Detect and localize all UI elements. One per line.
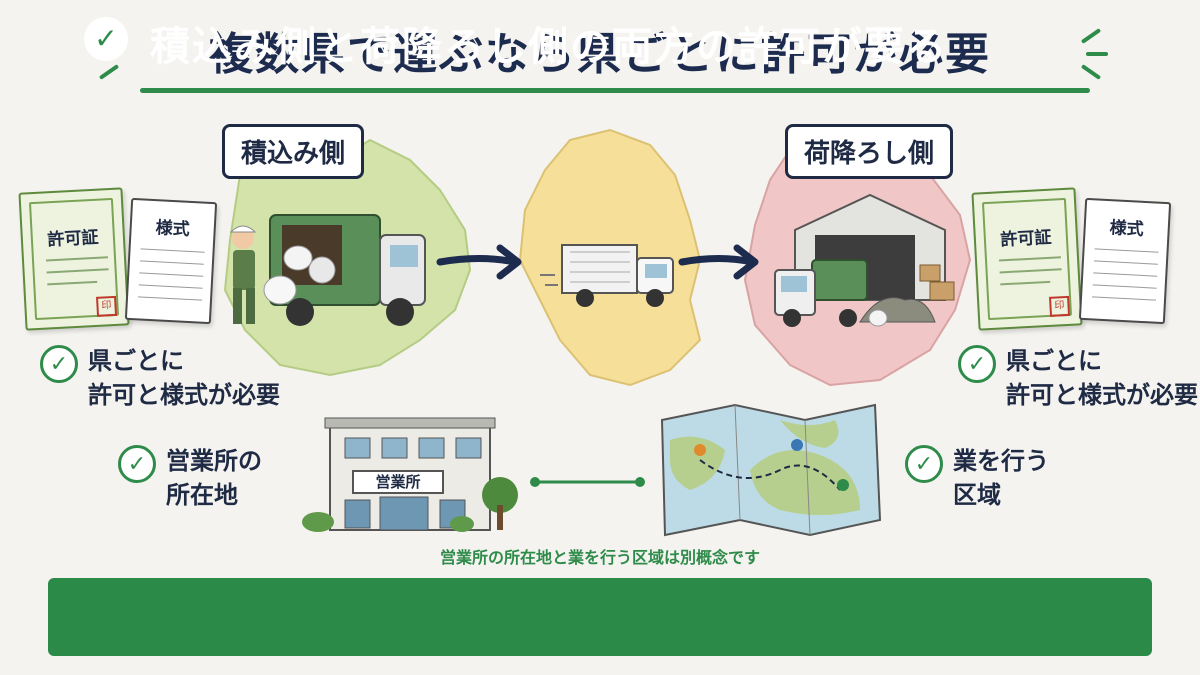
- check-text: 営業所の 所在地: [166, 447, 262, 509]
- worker-icon: [229, 225, 257, 324]
- note-text: 営業所の所在地と業を行う区域は別概念です: [439, 548, 760, 567]
- check-icon: ✓: [118, 445, 156, 483]
- seal-icon: 印: [1049, 295, 1071, 317]
- check-text: 県ごとに 許可と様式が必要: [1006, 347, 1198, 409]
- arrow-right-icon: [678, 244, 759, 280]
- check-icon: ✓: [84, 17, 128, 61]
- check-text: 業を行う 区域: [953, 447, 1049, 509]
- page-title: 複数県で運ぶなら県ごとに許可が必要: [209, 29, 991, 80]
- check-item-area: ✓ 業を行う 区域: [905, 445, 1049, 512]
- check-icon: ✓: [958, 345, 996, 383]
- form-document: 様式: [1078, 197, 1172, 325]
- summary-banner-text: 積込み側と荷降ろし側の両方の許可が要る: [150, 24, 948, 70]
- seal-icon: 印: [96, 295, 118, 317]
- title-underline: [140, 88, 1090, 93]
- permit-title: 許可証: [46, 227, 99, 251]
- connector-line: [530, 477, 645, 487]
- garbage-truck-icon: [263, 214, 426, 326]
- form-title: 様式: [1109, 218, 1145, 240]
- check-icon: ✓: [40, 345, 78, 383]
- unloading-region-label: 荷降ろし側: [785, 124, 954, 179]
- form-title: 様式: [155, 218, 191, 240]
- permit-document: 許可証 印: [971, 187, 1083, 331]
- truck-icon: [540, 244, 674, 307]
- check-item-right-permit: ✓ 県ごとに 許可と様式が必要: [958, 345, 1198, 412]
- check-text: 県ごとに 許可と様式が必要: [88, 347, 280, 409]
- office-sign: 営業所: [352, 470, 444, 494]
- permit-title: 許可証: [999, 227, 1052, 251]
- permit-document: 許可証 印: [18, 187, 130, 331]
- map-icon: [660, 403, 882, 537]
- check-item-office: ✓ 営業所の 所在地: [118, 445, 262, 512]
- arrow-right-icon: [436, 244, 522, 280]
- check-item-left-permit: ✓ 県ごとに 許可と様式が必要: [40, 345, 280, 412]
- form-document: 様式: [124, 197, 218, 325]
- check-icon: ✓: [905, 445, 943, 483]
- garbage-truck-icon: [774, 259, 936, 327]
- summary-banner: [48, 578, 1152, 656]
- loading-region-label: 積込み側: [222, 124, 365, 179]
- title-accent-dash: [1086, 52, 1108, 56]
